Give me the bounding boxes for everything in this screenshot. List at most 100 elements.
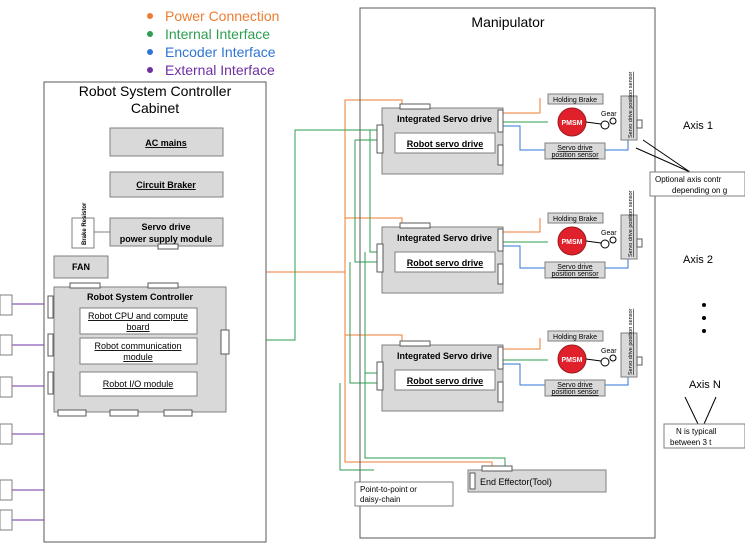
circuit-breaker-label: Circuit Braker: [136, 180, 196, 190]
gear-icon: [609, 354, 617, 362]
port: [497, 346, 504, 370]
daisy-chain-label: Point-to-point or: [360, 485, 417, 494]
axis-label: Axis N: [689, 379, 721, 391]
position-sensor-label: Servo drive: [557, 264, 593, 271]
power-line: [503, 338, 541, 350]
port: [157, 243, 179, 250]
io-label: Robot I/O module: [103, 379, 174, 389]
internal-line: [339, 383, 374, 471]
external-device: [0, 294, 13, 316]
legend-dot-power: [147, 13, 153, 19]
position-sensor-box: [544, 379, 606, 397]
external-device: [0, 334, 13, 356]
gear-icon: [600, 357, 610, 367]
port: [376, 124, 384, 154]
fan-box: [53, 255, 109, 279]
external-device: [0, 509, 13, 531]
external-device: [0, 376, 13, 398]
ellipsis-dot: [702, 329, 706, 333]
port: [497, 109, 504, 133]
circuit-breaker-box: [109, 171, 224, 198]
comm-box: [79, 337, 198, 365]
servo-drive-box: [394, 251, 496, 273]
manipulator: Manipulator: [359, 7, 656, 539]
legend-label-encoder: Encoder Interface: [165, 44, 276, 60]
manipulator-title: Manipulator: [471, 14, 544, 30]
gear-icon: [600, 239, 610, 249]
encoder-line: [605, 376, 629, 386]
port: [497, 144, 504, 166]
controller-cabinet: Robot System Controller Cabinet AC mains…: [0, 81, 267, 543]
position-sensor-label: position sensor: [551, 389, 599, 396]
port: [481, 465, 513, 472]
cabinet-title: Robot System Controller: [79, 83, 232, 99]
psu-label: Servo drive: [141, 222, 190, 232]
legend-dot-encoder: [147, 49, 153, 55]
position-sensor-label: position sensor: [551, 271, 599, 278]
holding-brake-label: Holding Brake: [553, 216, 597, 223]
position-sensor-box: [544, 142, 606, 160]
servo-drive-label: Robot servo drive: [407, 139, 484, 149]
gear-icon: [600, 120, 610, 130]
internal-line: [349, 262, 380, 384]
callout-line: [635, 147, 691, 173]
callout-line: [703, 396, 717, 425]
n-axis-text: N is typicall: [676, 427, 717, 436]
end-effector-group: End Effector(Tool) Point-to-point or dai…: [354, 465, 607, 507]
axis-sensor-box: [620, 332, 638, 378]
cpu-label: Robot CPU and compute: [88, 311, 188, 321]
port: [399, 222, 431, 229]
callout-line: [684, 396, 699, 425]
servo-drive-box: [394, 132, 496, 154]
optional-axis-note: [649, 171, 745, 197]
port: [376, 361, 384, 391]
servo-drive-label: Robot servo drive: [407, 376, 484, 386]
daisy-chain-label: daisy-chain: [360, 495, 400, 504]
end-effector-label: End Effector(Tool): [480, 477, 552, 487]
gear-label: Gear: [601, 348, 617, 355]
position-sensor-label: position sensor: [551, 152, 599, 159]
power-line: [345, 217, 403, 227]
brake-resistor-label: Brake Resistor: [82, 202, 88, 245]
cabinet-title: Cabinet: [131, 100, 179, 116]
shaft-line: [585, 240, 602, 244]
internal-line: [354, 140, 380, 263]
gear-icon: [609, 117, 617, 125]
axis-label: Axis 1: [683, 120, 713, 132]
cpu-box: [79, 307, 198, 335]
power-line: [344, 335, 493, 468]
internal-connections: [231, 121, 548, 471]
optional-axis-text: depending on g: [672, 186, 727, 195]
port: [376, 243, 384, 273]
axis-sensor-label: Servo drive position sensor: [628, 71, 634, 138]
holding-brake-label: Holding Brake: [553, 97, 597, 104]
shaft-line: [585, 358, 602, 362]
port: [497, 381, 504, 403]
comm-label: Robot communication: [94, 341, 181, 351]
encoder-line: [503, 363, 545, 386]
port: [163, 409, 193, 417]
port: [497, 228, 504, 252]
manipulator-frame: [359, 7, 656, 539]
comm-label: module: [123, 352, 153, 362]
port: [47, 371, 54, 395]
holding-brake-box: [547, 212, 604, 224]
port: [69, 282, 101, 289]
axis-sensor-box: [620, 214, 638, 260]
ac-mains-label: AC mains: [145, 138, 187, 148]
axis-label: Axis 2: [683, 254, 713, 266]
power-connections: [85, 98, 541, 468]
legend-label-external: External Interface: [165, 62, 275, 78]
encoder-line: [503, 245, 545, 269]
port: [47, 333, 54, 357]
port: [636, 119, 643, 129]
holding-brake-box: [547, 93, 604, 105]
gear-label: Gear: [601, 230, 617, 237]
cpu-label: board: [126, 322, 149, 332]
shaft-line: [585, 121, 602, 125]
callout-line: [642, 139, 691, 173]
